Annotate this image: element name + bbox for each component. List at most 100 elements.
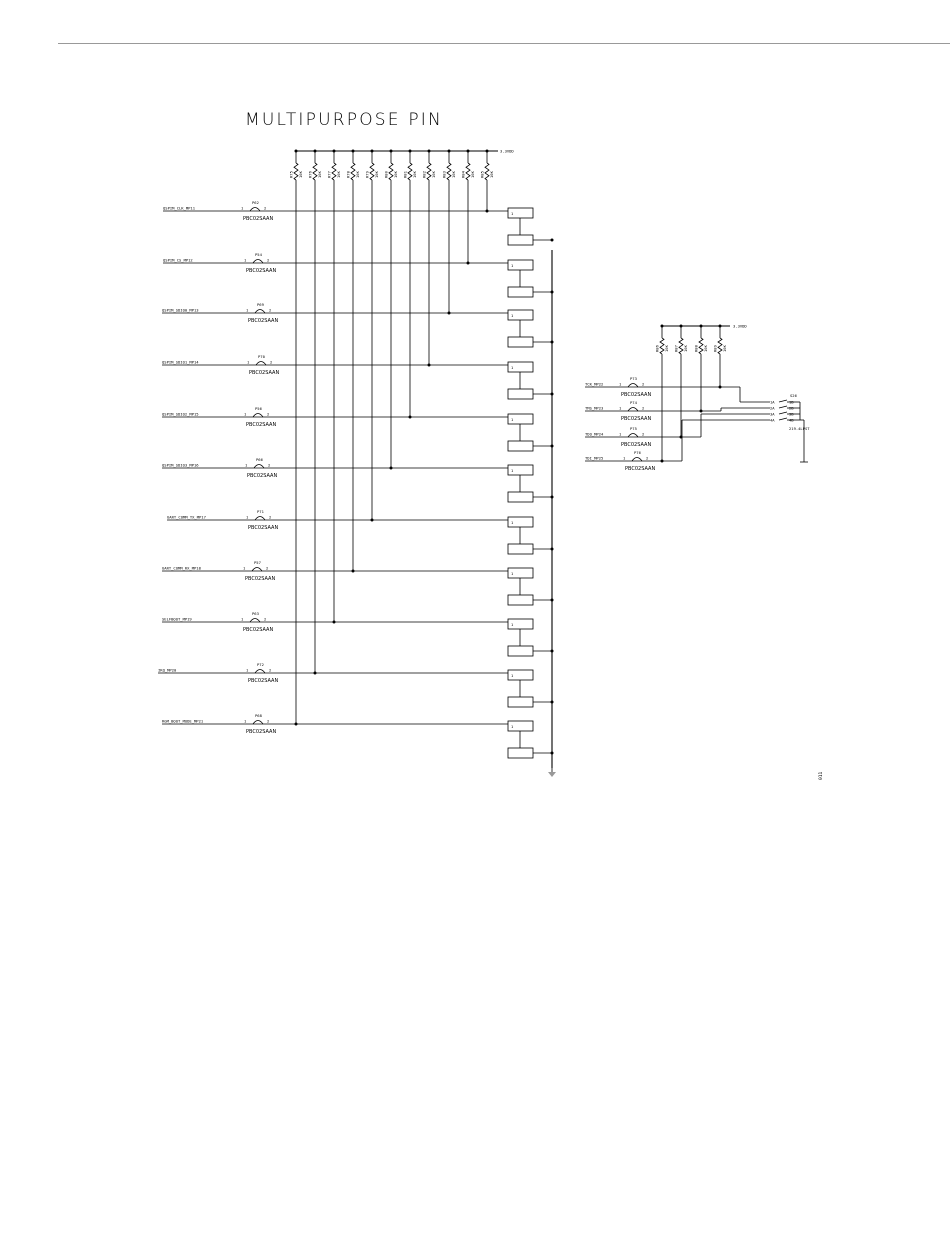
dip-switch-body-lower xyxy=(507,491,534,503)
jumper-pin-2-label: 2 xyxy=(266,566,268,571)
jumper-part: PBC02SAAN xyxy=(243,216,273,222)
signal-net-label: TMS_MP23 xyxy=(585,406,603,411)
resistor-value: 10K xyxy=(317,170,322,178)
junction-dot xyxy=(427,363,431,367)
right-pullup-resistor-r88: R88 10K xyxy=(694,324,708,355)
signal-net-label: QSPIM_CS_MP12 xyxy=(163,258,193,263)
signal-net-label: SELFBOOT_MP19 xyxy=(162,617,192,622)
jumper-part: PBC02SAAN xyxy=(247,473,277,479)
dip-pin-label: 1 xyxy=(511,520,514,525)
dip-switch-body xyxy=(507,567,534,579)
jumper-symbol xyxy=(627,433,639,438)
right-rail-label: 3.3VDD xyxy=(733,324,747,329)
resistor-ref: R84 xyxy=(461,170,466,178)
resistor-symbol xyxy=(717,337,723,355)
resistor-value: 10K xyxy=(393,170,398,178)
resistor-value: 10K xyxy=(374,170,379,178)
signal-net-label: QSPIM_SDIO2_MP15 xyxy=(162,412,199,417)
signal-net-label: QSPIM_SDIO1_MP14 xyxy=(162,360,199,365)
resistor-ref: R81 xyxy=(403,170,408,178)
left-pullup-resistor-r76: R76 10K xyxy=(308,149,322,181)
signal-net-label: RGM_BOOT_MODE_MP21 xyxy=(162,719,204,724)
jumper-symbol xyxy=(249,207,261,212)
jumper-ref: P71 xyxy=(257,509,265,514)
jumper-ref: P54 xyxy=(255,252,263,257)
jumper-part: PBC02SAAN xyxy=(245,576,275,582)
signal-net-label: IRQ_MP20 xyxy=(158,668,177,673)
resistor-value: 10K xyxy=(703,344,708,352)
diagram-title: MULTIPURPOSE PIN xyxy=(245,110,443,130)
signal-net-label: UART_COMM_TX_MP17 xyxy=(167,515,206,520)
resistor-ref: R80 xyxy=(384,170,389,178)
jumper-ref: P73 xyxy=(630,376,637,381)
jumper-pin-2-label: 2 xyxy=(267,258,269,263)
jumper-pin-1-label: 1 xyxy=(247,360,250,365)
jumper-ref: P66 xyxy=(256,457,264,462)
dip-switch-body-lower xyxy=(507,440,534,452)
jumper-pin-1-label: 1 xyxy=(623,456,626,461)
resistor-ref: R79 xyxy=(365,170,370,178)
jumper-ref: P68 xyxy=(255,713,263,718)
switch-pin-left: 4A xyxy=(770,418,775,423)
jumper-part: PBC02SAAN xyxy=(621,442,651,448)
dip-pin-label: 1 xyxy=(511,365,514,370)
resistor-symbol xyxy=(465,162,471,181)
signal-net-label: QSPIM_CLK_MP11 xyxy=(163,206,196,211)
jumper-pin-2-label: 2 xyxy=(264,206,266,211)
jumper-part: PBC02SAAN xyxy=(248,678,278,684)
jumper-pin-1-label: 1 xyxy=(245,463,248,468)
resistor-ref: R76 xyxy=(308,170,313,178)
jumper-symbol xyxy=(627,383,639,388)
jumper-ref: P62 xyxy=(252,200,259,205)
dip-switch-body xyxy=(507,464,534,476)
jumper-symbol xyxy=(252,259,264,264)
jumper-symbol xyxy=(254,516,266,521)
left-rail-label: 3.3VDD xyxy=(500,149,514,154)
signal-net-label: QSPIM_SDIO3_MP16 xyxy=(162,463,199,468)
resistor-ref: R78 xyxy=(346,170,351,178)
resistor-ref: R83 xyxy=(442,171,447,178)
jumper-pin-2-label: 2 xyxy=(642,432,644,437)
jumper-pin-1-label: 1 xyxy=(246,668,249,673)
junction-dot xyxy=(313,671,317,675)
jumper-pin-1-label: 1 xyxy=(619,432,622,437)
dip-pin-label: 1 xyxy=(511,211,514,216)
jumper-ref: P72 xyxy=(257,662,264,667)
resistor-symbol xyxy=(407,162,413,181)
jumper-part: PBC02SAAN xyxy=(621,416,651,422)
dip-switch-body-lower xyxy=(507,286,534,298)
dip-switch-body xyxy=(507,413,534,425)
resistor-symbol xyxy=(426,162,432,181)
jumper-part: PBC02SAAN xyxy=(248,525,278,531)
resistor-value: 10K xyxy=(664,344,669,352)
dip-pin-label: 1 xyxy=(511,468,514,473)
switch-contact xyxy=(778,405,788,409)
switch-contact xyxy=(778,399,788,403)
top-divider-line xyxy=(58,43,950,44)
dip-switch-body-lower xyxy=(507,388,534,400)
resistor-symbol xyxy=(698,337,704,355)
resistor-symbol xyxy=(659,337,665,355)
jumper-pin-2-label: 2 xyxy=(642,406,644,411)
jumper-ref: P75 xyxy=(630,426,637,431)
resistor-ref: R88 xyxy=(694,344,699,352)
resistor-symbol xyxy=(446,162,452,181)
jumper-ref: P56 xyxy=(255,406,263,411)
jumper-pin-1-label: 1 xyxy=(243,566,246,571)
dip-switch-body xyxy=(507,207,534,219)
